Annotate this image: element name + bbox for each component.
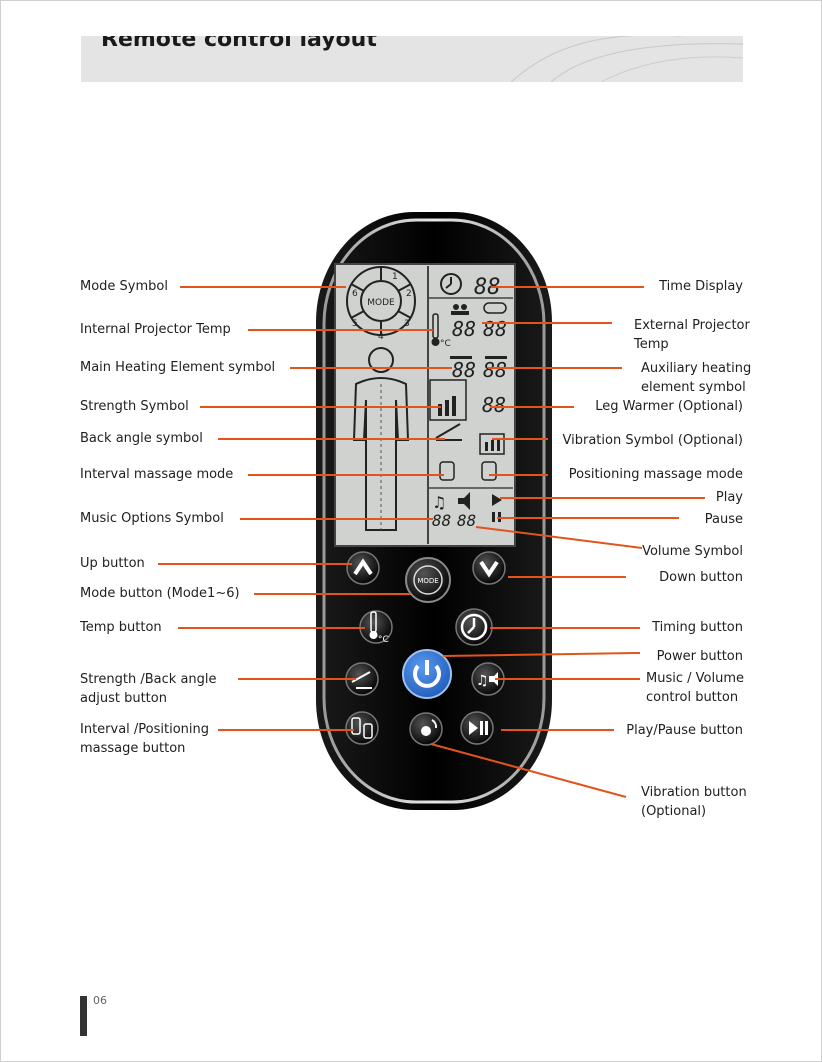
svg-text:88: 88 <box>452 317 476 341</box>
label-external-projector-line2: Temp <box>634 337 669 352</box>
label-mode-button: Mode button (Mode1~6) <box>80 586 240 601</box>
svg-text:°C: °C <box>378 635 389 645</box>
label-vibration-button-line1: Vibration button <box>641 785 747 800</box>
svg-text:88: 88 <box>452 358 476 382</box>
label-interval-positioning-line1: Interval /Positioning <box>80 722 210 737</box>
lcd-vibration-symbol <box>479 433 505 455</box>
header-band: Remote control layout <box>81 36 743 82</box>
lcd-play-icon <box>492 494 502 506</box>
svg-text:4: 4 <box>378 332 384 342</box>
music-volume-button[interactable]: ♫ <box>471 662 505 696</box>
header-decoration <box>510 36 743 82</box>
lcd-temperature: °C 88 88 <box>431 302 507 349</box>
label-temp-button: Temp button <box>80 620 162 635</box>
label-play: Play <box>715 490 743 505</box>
lcd-mode-text: MODE <box>367 298 395 308</box>
svg-text:°C: °C <box>440 339 451 349</box>
label-pause: Pause <box>704 512 743 527</box>
label-strength-back-angle-line2: adjust button <box>80 691 167 706</box>
label-strength-symbol: Strength Symbol <box>80 399 189 414</box>
label-volume-symbol: Volume Symbol <box>642 544 743 559</box>
svg-text:88: 88 <box>457 511 476 530</box>
label-timing-button: Timing button <box>652 620 743 635</box>
svg-text:♫: ♫ <box>476 673 489 689</box>
label-leg-warmer: Leg Warmer (Optional) <box>595 399 743 414</box>
up-button[interactable] <box>346 551 380 585</box>
lcd-body-figure <box>352 347 410 531</box>
remote-rim <box>322 218 546 804</box>
label-up-button: Up button <box>80 556 145 571</box>
svg-text:88: 88 <box>483 317 507 341</box>
mode-button[interactable]: MODE <box>405 557 451 603</box>
lcd-heating: 88 88 <box>450 356 507 382</box>
lcd-mode-symbol: MODE 1 2 3 4 5 6 <box>346 266 416 342</box>
label-music-volume-line2: control button <box>646 690 739 705</box>
label-play-pause-button: Play/Pause button <box>626 723 743 738</box>
label-main-heating-element: Main Heating Element symbol <box>80 360 276 375</box>
svg-text:3: 3 <box>404 319 410 329</box>
label-positioning-massage-mode: Positioning massage mode <box>568 467 743 482</box>
interval-positioning-button[interactable] <box>345 711 379 745</box>
label-vibration-button-line2: (Optional) <box>641 804 707 819</box>
label-time-display: Time Display <box>659 279 743 294</box>
label-music-volume-line1: Music / Volume <box>646 671 744 686</box>
label-interval-massage-mode: Interval massage mode <box>80 467 234 482</box>
svg-text:♫: ♫ <box>432 493 446 512</box>
svg-text:5: 5 <box>352 319 358 329</box>
page-title: Remote control layout <box>101 36 377 52</box>
svg-text:6: 6 <box>352 289 358 299</box>
svg-text:MODE: MODE <box>417 577 438 585</box>
svg-text:88: 88 <box>483 358 507 382</box>
svg-text:2: 2 <box>406 289 412 299</box>
lcd-pause-icon <box>492 512 495 522</box>
label-strength-back-angle-line1: Strength /Back angle <box>80 672 217 687</box>
vibration-button[interactable] <box>409 712 443 746</box>
label-internal-projector-temp: Internal Projector Temp <box>80 322 231 337</box>
svg-text:1: 1 <box>392 272 398 282</box>
label-power-button: Power button <box>656 649 743 664</box>
page-number-bar <box>80 996 87 1036</box>
play-pause-button[interactable] <box>460 711 494 745</box>
svg-text:88: 88 <box>432 511 451 530</box>
label-external-projector-line1: External Projector <box>634 318 750 333</box>
page-number: 06 <box>93 994 107 1007</box>
lcd-strength-symbol <box>429 379 467 421</box>
label-back-angle-symbol: Back angle symbol <box>80 431 203 446</box>
label-vibration-symbol: Vibration Symbol (Optional) <box>562 433 743 448</box>
down-button[interactable] <box>472 551 506 585</box>
label-mode-symbol: Mode Symbol <box>80 279 168 294</box>
label-auxiliary-heating-line2: element symbol <box>641 380 746 395</box>
label-auxiliary-heating-line1: Auxiliary heating <box>641 361 752 376</box>
lcd-interval-positioning <box>439 461 497 481</box>
timing-button[interactable] <box>455 608 493 646</box>
lcd-leg-warmer-digits: 88 <box>482 393 506 417</box>
label-down-button: Down button <box>659 570 743 585</box>
label-music-options-symbol: Music Options Symbol <box>80 511 224 526</box>
power-button[interactable] <box>402 649 452 699</box>
label-interval-positioning-line2: massage button <box>80 741 186 756</box>
